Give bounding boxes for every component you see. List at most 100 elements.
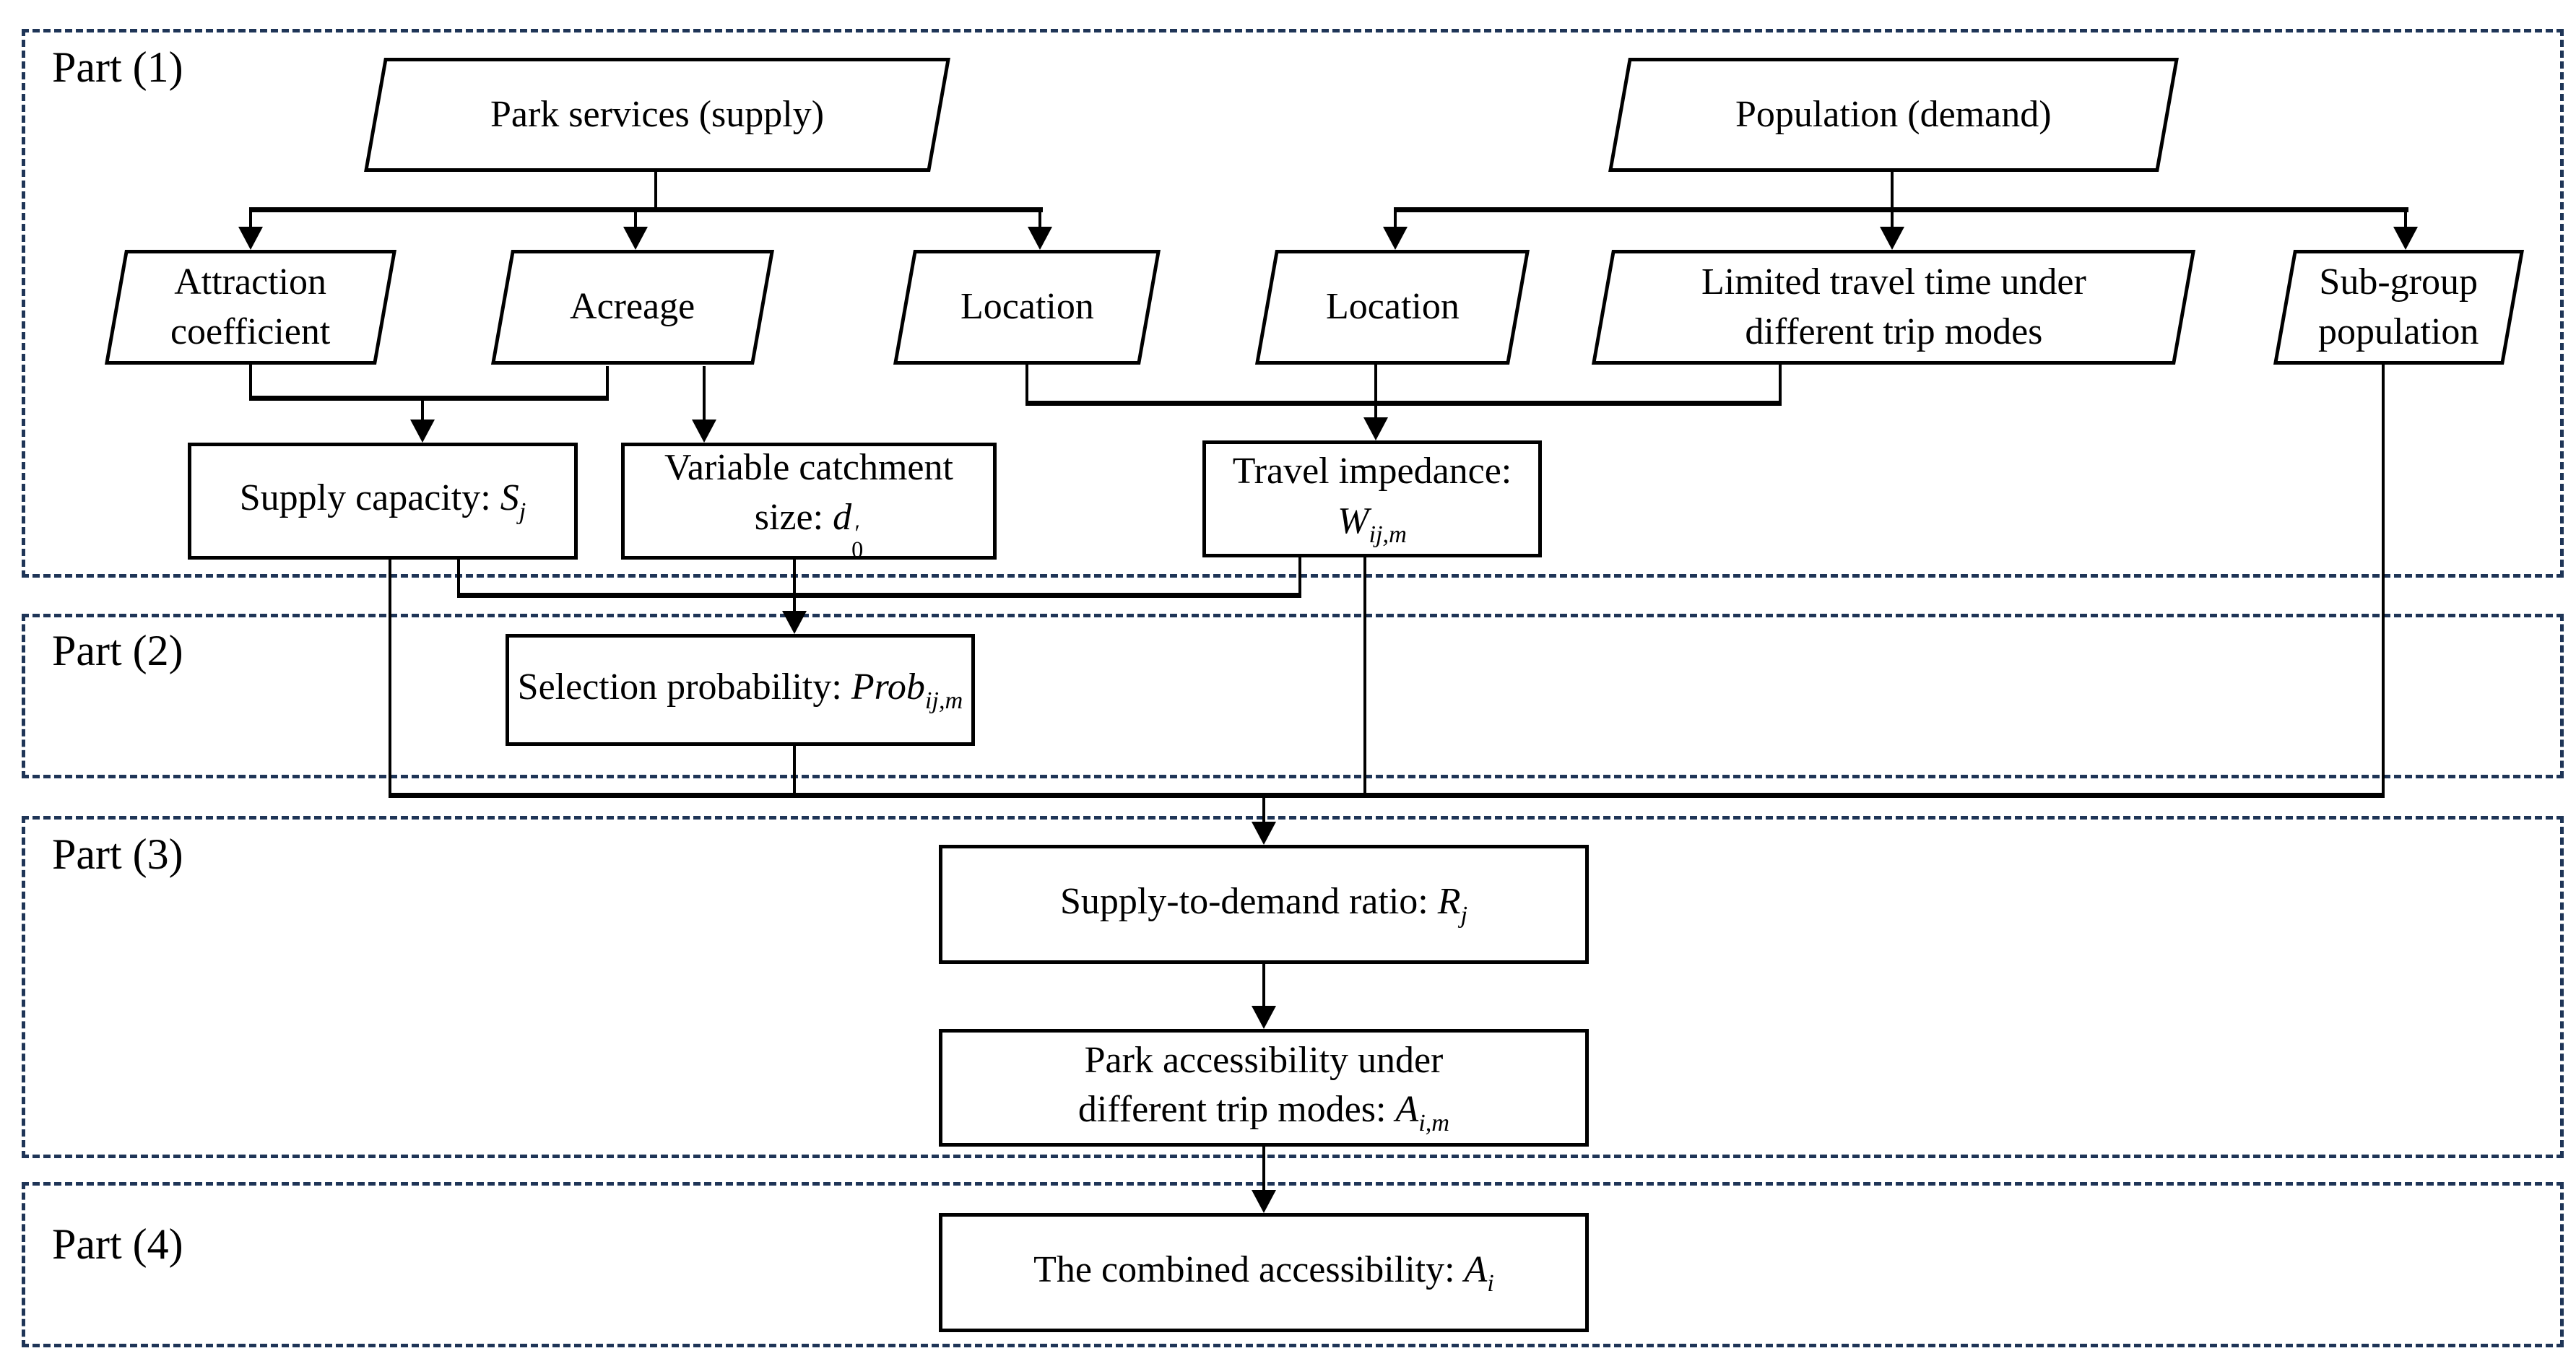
attraction-line1: Attraction <box>174 261 327 303</box>
combined-accessibility-var: A <box>1464 1248 1488 1290</box>
edge-population-fanout <box>1394 207 2408 212</box>
arrowhead-location-demand <box>1383 227 1408 250</box>
selection-probability-text: Selection probability: <box>517 666 851 708</box>
node-travel-impedance: Travel impedance: Wij,m <box>1202 440 1542 557</box>
part-3-label: Part (3) <box>52 830 183 878</box>
node-variable-catchment: Variable catchment size: d′0 <box>621 443 997 563</box>
node-location-supply-label: Location <box>960 286 1094 328</box>
node-acreage-label: Acreage <box>570 286 695 328</box>
part-2-label: Part (2) <box>52 627 183 674</box>
supply-demand-ratio-sub: j <box>1460 900 1468 929</box>
arrowhead-ratio <box>1252 822 1276 845</box>
edge-to-acreage <box>634 210 637 230</box>
edge-location-demand-down <box>1374 365 1377 419</box>
edge-attraction-down <box>249 365 252 399</box>
edge-ratio-to-accessibility <box>1262 964 1265 1007</box>
node-park-accessibility: Park accessibility under different trip … <box>939 1029 1589 1147</box>
arrowhead-limited-travel <box>1880 227 1904 250</box>
edge-location-supply-down <box>1025 365 1028 404</box>
supply-demand-ratio-var: R <box>1437 880 1461 922</box>
park-accessibility-sub: i,m <box>1418 1109 1450 1137</box>
supply-capacity-var: S <box>500 477 519 519</box>
part-3-frame <box>22 816 2564 1158</box>
node-acreage: Acreage <box>490 250 775 365</box>
edge-to-limited-travel <box>1891 210 1894 230</box>
edge-selection-down <box>793 746 796 798</box>
arrowhead-location-supply <box>1028 227 1052 250</box>
park-accessibility-var: A <box>1395 1089 1419 1131</box>
edge-limited-travel-down <box>1779 365 1782 404</box>
edge-park-services-fanout <box>249 207 1043 212</box>
node-population: Population (demand) <box>1608 58 2179 172</box>
subgroup-line1: Sub-group <box>2319 261 2479 303</box>
variable-catchment-text2: size: <box>754 497 833 539</box>
combined-accessibility-sub: i <box>1487 1269 1494 1297</box>
node-combined-accessibility: The combined accessibility: Ai <box>939 1213 1589 1332</box>
limited-line2: different trip modes <box>1744 310 2043 352</box>
edge-to-location-supply <box>1038 210 1041 230</box>
node-population-label: Population (demand) <box>1735 93 2052 135</box>
selection-probability-var: Prob <box>851 666 925 708</box>
edge-impedance-long <box>1363 557 1366 798</box>
node-supply-capacity: Supply capacity: Sj <box>188 443 578 560</box>
travel-impedance-var: W <box>1337 500 1369 542</box>
arrowhead-acreage <box>623 227 648 250</box>
part-1-label: Part (1) <box>52 43 183 91</box>
combined-accessibility-text: The combined accessibility: <box>1033 1248 1465 1290</box>
edge-grand-merge <box>389 793 2385 798</box>
supply-capacity-sub: j <box>519 497 526 526</box>
arrowhead-travel-impedance <box>1363 417 1388 440</box>
supply-capacity-text: Supply capacity: <box>239 477 500 519</box>
travel-impedance-sub: ij,m <box>1369 520 1407 548</box>
edge-to-supply-capacity <box>421 399 424 421</box>
node-park-services-label: Park services (supply) <box>490 93 825 135</box>
attraction-line2: coefficient <box>170 310 331 352</box>
arrowhead-combined-accessibility <box>1252 1190 1276 1213</box>
node-park-services: Park services (supply) <box>364 58 950 172</box>
arrowhead-attraction <box>238 227 263 250</box>
node-location-demand-label: Location <box>1325 286 1460 328</box>
edge-merge-impedance <box>1025 401 1782 406</box>
node-attraction-coefficient: Attraction coefficient <box>104 250 397 365</box>
node-limited-travel-time: Limited travel time under different trip… <box>1591 250 2196 365</box>
arrowhead-supply-capacity <box>410 420 435 443</box>
arrowhead-subgroup <box>2393 227 2418 250</box>
edge-impedance-stub <box>1298 557 1301 597</box>
node-selection-probability: Selection probability: Probij,m <box>506 634 975 746</box>
edge-supply-stub <box>457 560 460 597</box>
edge-subgroup-long <box>2382 365 2385 798</box>
variable-catchment-line1: Variable catchment <box>664 447 953 489</box>
part-4-label: Part (4) <box>52 1220 183 1268</box>
edge-supply-long <box>389 560 391 798</box>
node-location-demand: Location <box>1254 250 1530 365</box>
edge-acreage-to-catchment <box>703 366 706 421</box>
travel-impedance-line1: Travel impedance: <box>1232 451 1512 492</box>
edge-catchment-to-selection <box>793 560 796 612</box>
node-supply-demand-ratio: Supply-to-demand ratio: Rj <box>939 845 1589 964</box>
edge-population-stem <box>1891 172 1894 210</box>
arrowhead-park-accessibility <box>1252 1006 1276 1029</box>
edge-accessibility-to-combined <box>1262 1147 1265 1191</box>
part-1-frame <box>22 29 2564 578</box>
part-2-frame <box>22 614 2564 778</box>
edge-acreage-down-left <box>606 366 609 399</box>
edge-park-services-stem <box>654 172 657 210</box>
edge-to-attraction <box>249 210 252 230</box>
park-accessibility-text2: different trip modes: <box>1077 1089 1396 1131</box>
part-4-frame <box>22 1182 2564 1347</box>
edge-to-ratio <box>1262 796 1265 823</box>
arrowhead-selection-probability <box>782 611 807 634</box>
edge-gap-connector <box>457 593 1301 598</box>
variable-catchment-var: d <box>833 497 852 539</box>
limited-line1: Limited travel time under <box>1701 261 2086 303</box>
node-location-supply: Location <box>893 250 1161 365</box>
edge-to-subgroup <box>2404 210 2407 230</box>
variable-catchment-prime: ′ <box>854 520 860 547</box>
variable-catchment-sub: 0 <box>851 536 864 563</box>
park-accessibility-line1: Park accessibility under <box>1084 1039 1444 1081</box>
edge-merge-supply <box>249 396 609 401</box>
edge-to-location-demand <box>1394 210 1397 230</box>
subgroup-line2: population <box>2318 310 2479 352</box>
supply-demand-ratio-text: Supply-to-demand ratio: <box>1059 880 1438 922</box>
